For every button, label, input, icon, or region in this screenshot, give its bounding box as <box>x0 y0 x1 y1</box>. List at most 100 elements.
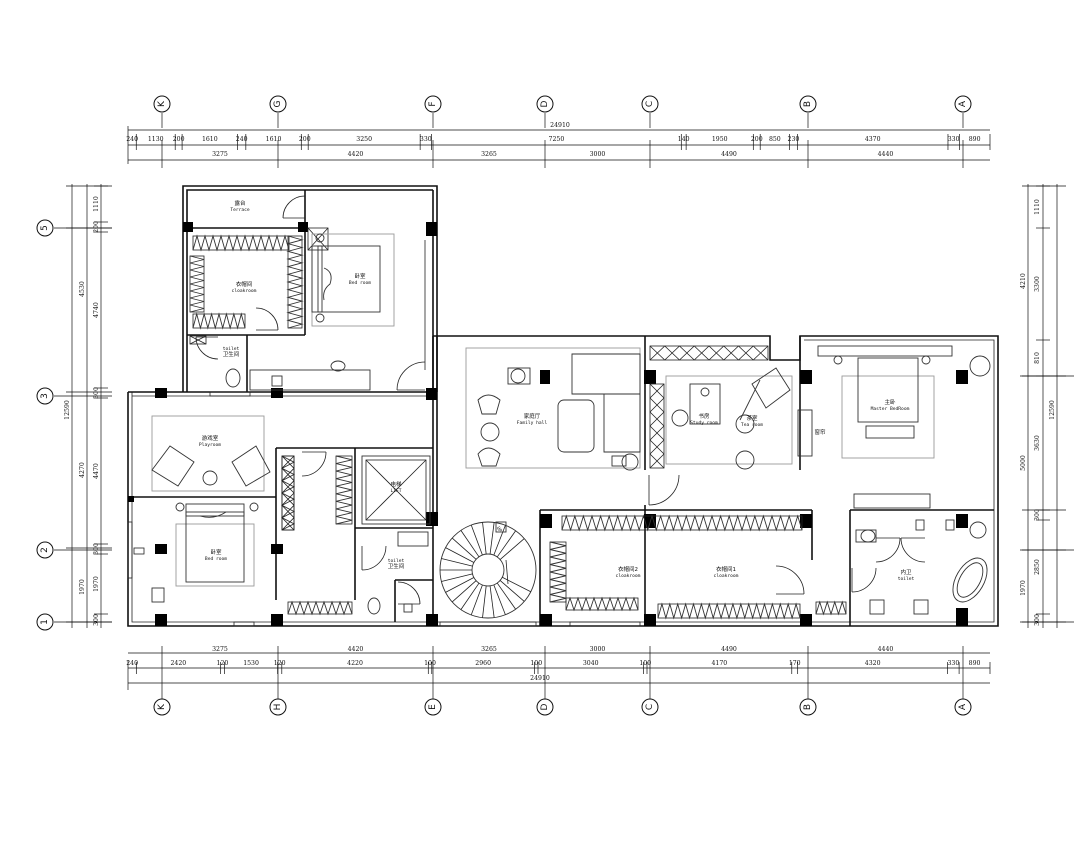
top-dim-17: 890 <box>969 136 981 143</box>
bed-sw-label-en: Bed room <box>205 556 227 562</box>
wardrobe-hatch <box>189 255 205 313</box>
playroom-label-cn: 游戏室 <box>202 434 219 442</box>
top-dim-5: 1610 <box>266 136 282 143</box>
bottom-dim2-6: 100 <box>424 660 436 667</box>
left-inner-dim-5: 300 <box>93 543 100 555</box>
top-dim-2: 200 <box>173 136 185 143</box>
axis-bottom-A: A <box>958 703 968 710</box>
bottom-dim2-1: 2420 <box>170 660 186 667</box>
axis-left-5: 5 <box>40 225 50 231</box>
bottom-dim1-2: 3265 <box>481 646 497 653</box>
wardrobe-hatch <box>281 455 295 531</box>
axis-left-3: 3 <box>40 393 50 399</box>
top-dim-8: 330 <box>420 136 432 143</box>
top-dim2-3: 3000 <box>590 151 606 158</box>
toilet-nw-label-en: toilet <box>223 346 240 352</box>
playroom-label-en: Playroom <box>199 442 221 448</box>
curtain-label: 窗帘 <box>814 428 826 436</box>
toilet-master-label-en: toilet <box>898 576 915 582</box>
top-dim-7: 3250 <box>356 136 372 143</box>
left-inner-dim-4: 4470 <box>93 463 100 479</box>
wardrobe-hatch <box>286 235 304 329</box>
cloak1-label-en: cloakroom <box>714 573 739 579</box>
terrace-label-cn: 露台 <box>234 199 246 207</box>
wardrobe-hatch <box>192 234 290 252</box>
left-inner-dim-1: 200 <box>93 221 100 233</box>
bottom-dim1-1: 4420 <box>348 646 364 653</box>
bottom-dim2-3: 1530 <box>243 660 259 667</box>
top-dim2-0: 3275 <box>212 151 228 158</box>
cloak2-label-cn: 衣帽间2 <box>618 565 638 573</box>
wardrobe-hatch <box>192 312 246 330</box>
left-inner-dim-0: 1110 <box>93 196 100 212</box>
bottom-dim2-13: 4320 <box>865 660 881 667</box>
right-inner-dim-0: 1110 <box>1034 199 1041 215</box>
tearoom-label-cn: 茶室 <box>746 414 758 422</box>
windows <box>127 391 641 627</box>
furniture <box>151 233 991 619</box>
axis-top-B: B <box>803 101 813 107</box>
axis-bottom-H: H <box>273 704 283 711</box>
cloak1-label-cn: 衣帽间1 <box>716 565 736 573</box>
top-dim-4: 240 <box>236 136 248 143</box>
doors <box>195 195 926 605</box>
wardrobe-hatch <box>815 600 847 616</box>
cloak-nw-label-en: cloakroom <box>232 288 257 294</box>
bottom-dim2-0: 240 <box>126 660 138 667</box>
top-total-dim: 24910 <box>550 122 570 129</box>
bottom-dim2-11: 4170 <box>712 660 728 667</box>
top-dim-6: 200 <box>299 136 311 143</box>
top-dim-1: 1130 <box>148 136 164 143</box>
axis-top-A: A <box>958 100 968 107</box>
cloak2-label-en: cloakroom <box>616 573 641 579</box>
right-inner-dim-4: 300 <box>1034 509 1041 521</box>
cabinet <box>649 383 665 469</box>
axis-bottom-E: E <box>428 704 438 710</box>
tearoom-label-en: Tea room <box>741 422 763 428</box>
left-inner-dim-7: 300 <box>93 614 100 626</box>
toilet-master-label-cn: 内卫 <box>900 568 912 576</box>
top-dim2-4: 4490 <box>721 151 737 158</box>
top-dim-15: 4370 <box>865 136 881 143</box>
bottom-dim2-7: 2960 <box>475 660 491 667</box>
top-dim-11: 1950 <box>712 136 728 143</box>
wardrobe-hatch <box>335 455 353 525</box>
axis-top-C: C <box>645 101 655 107</box>
top-dim2-5: 4440 <box>878 151 894 158</box>
left-total-dim: 12590 <box>64 400 71 420</box>
wardrobe-hatch <box>287 600 353 616</box>
right-inner-dim-3: 3630 <box>1034 435 1041 451</box>
left-inner-dim-2: 4740 <box>93 302 100 318</box>
axis-bubbles-right <box>1020 375 1074 623</box>
axis-top-D: D <box>540 100 550 107</box>
study-label-en: Study room <box>690 420 718 426</box>
outer-walls <box>127 185 999 627</box>
bottom-dim1-0: 3275 <box>212 646 228 653</box>
lift-label-en: LIFT <box>390 488 401 494</box>
axis-top-G: G <box>273 100 283 107</box>
top-dim2-2: 3265 <box>481 151 497 158</box>
left-inner-dim-6: 1970 <box>93 576 100 592</box>
bottom-dim2-15: 890 <box>969 660 981 667</box>
right-total-dim: 12590 <box>1049 400 1056 420</box>
right-inner-dim-5: 2850 <box>1034 559 1041 575</box>
study-label-cn: 书房 <box>698 412 710 420</box>
axis-left-2: 2 <box>40 547 50 553</box>
right-mid-dim-1: 5000 <box>1020 455 1027 471</box>
top-dim2-1: 4420 <box>348 151 364 158</box>
right-inner-dim-6: 300 <box>1034 614 1041 626</box>
structural-columns <box>128 222 968 626</box>
toilet-s-label-cn: 卫生间 <box>388 562 405 570</box>
family-hall-label-en: Family hall <box>517 420 548 426</box>
terrace-label-en: Terrace <box>230 207 250 213</box>
bottom-dim2-9: 3040 <box>583 660 599 667</box>
bottom-dim2-2: 120 <box>217 660 229 667</box>
wardrobe-hatch <box>549 541 567 603</box>
